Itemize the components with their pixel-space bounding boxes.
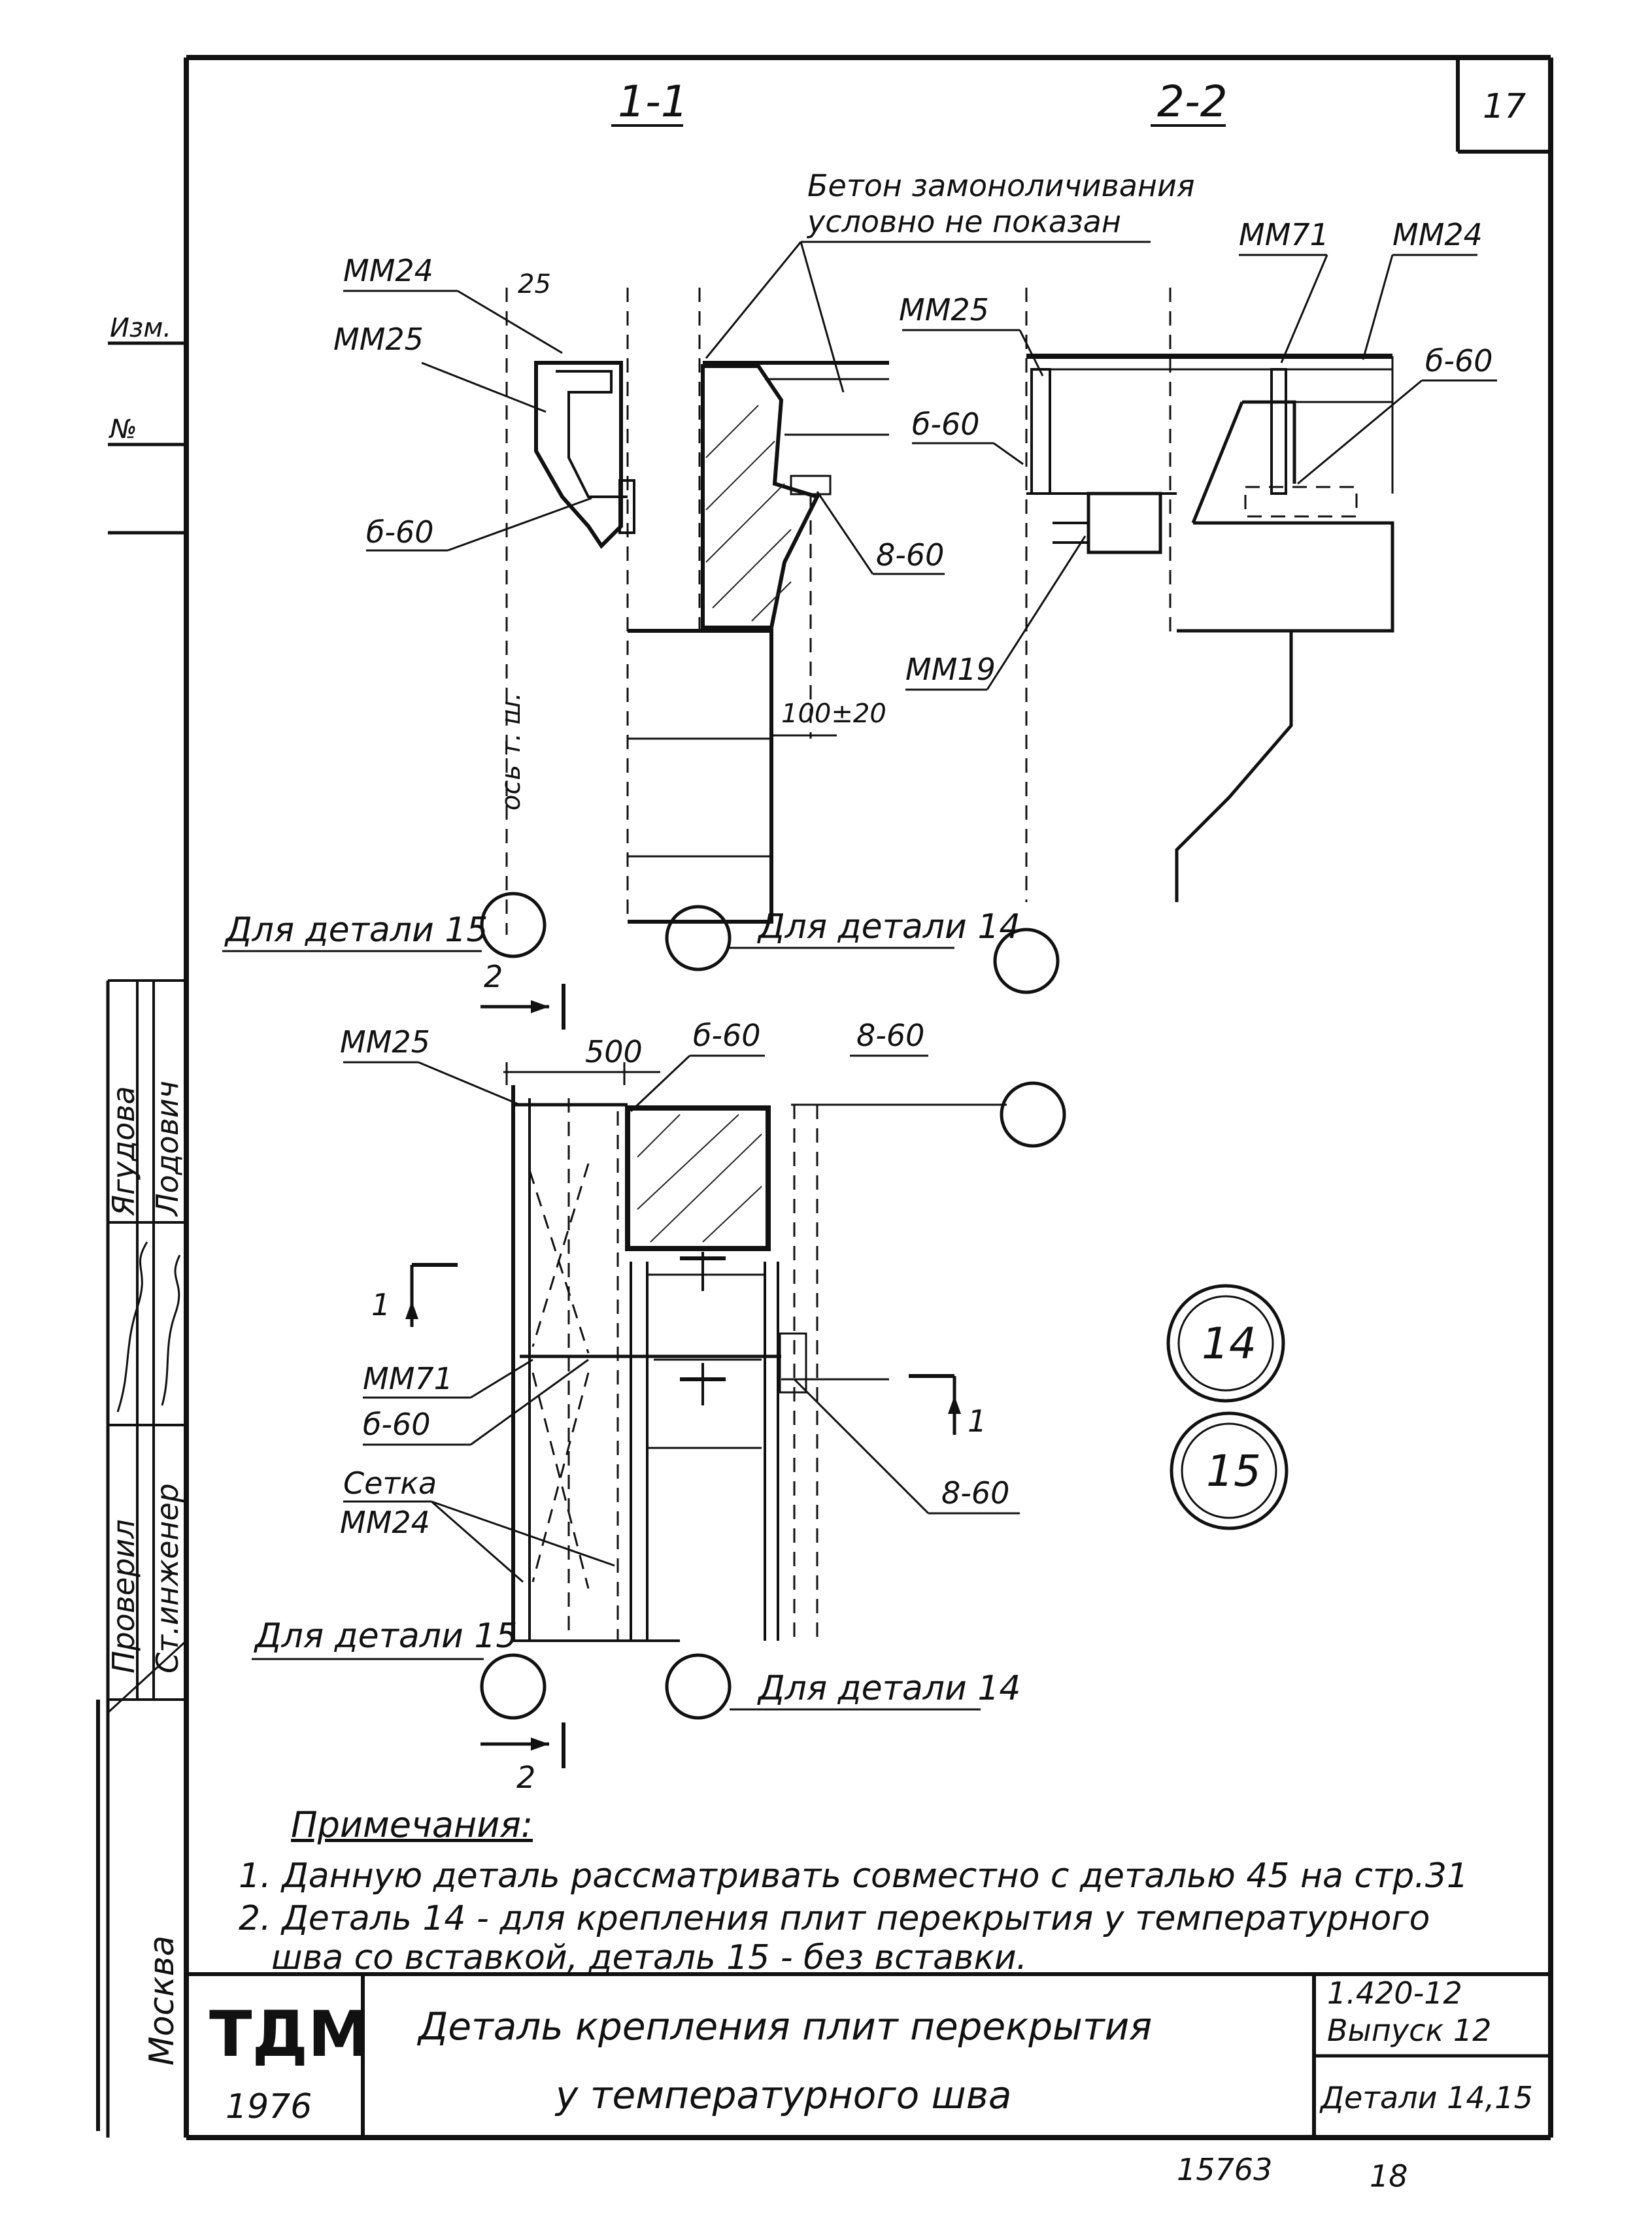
plan-label-b60: б-60 xyxy=(363,1407,431,1442)
plan-label-mm25: ММ25 xyxy=(340,1024,430,1060)
detail-marker-14-text: 14 xyxy=(1202,1318,1256,1369)
title-block xyxy=(186,1972,1551,2138)
notes-heading: Примечания: xyxy=(291,1804,533,1845)
city-moscow: Москва xyxy=(143,1936,182,2066)
details-ref: Детали 14,15 xyxy=(1319,2080,1533,2115)
role-senior-engineer: Ст.инженер xyxy=(150,1483,185,1673)
sheet-number: 17 xyxy=(1483,87,1526,126)
notes-line-2: 2. Деталь 14 - для крепления плит перекр… xyxy=(239,1899,1430,1938)
detail-marker-15 xyxy=(1170,1411,1289,1530)
cut-2-bottom: 2 xyxy=(516,1760,535,1795)
label-mm25-mid: ММ25 xyxy=(899,292,989,327)
label-mm19: ММ19 xyxy=(905,652,996,687)
plan-label-v60-top: 8-60 xyxy=(856,1018,924,1053)
ref-for-detail-15-top: Для детали 15 xyxy=(224,911,488,950)
plan-view-drawing xyxy=(503,1062,889,1642)
page-number: 18 xyxy=(1370,2158,1408,2194)
plan-label-b60-top: б-60 xyxy=(693,1018,761,1053)
plan-label-setka-mm24: ММ24 xyxy=(340,1505,430,1540)
name-lodovich: Лодович xyxy=(150,1081,185,1217)
dimension-500: 500 xyxy=(585,1034,643,1069)
signature-2 xyxy=(161,1254,181,1406)
issue-number: Выпуск 12 xyxy=(1327,2013,1491,2048)
signature-panel xyxy=(96,979,188,2138)
dimension-100: 100±20 xyxy=(781,699,886,729)
cut-1-right: 1 xyxy=(968,1403,986,1439)
label-mm25-left: ММ25 xyxy=(333,322,424,357)
label-mm24-left: ММ24 xyxy=(343,253,433,288)
title-year: 1976 xyxy=(226,2087,312,2126)
concrete-note-line-1: Бетон замоноличивания xyxy=(807,168,1195,203)
detail-marker-14 xyxy=(1166,1284,1285,1403)
detail-circle-15-bottom xyxy=(480,1653,547,1720)
label-b60-mid: б-60 xyxy=(912,407,980,442)
detail-circle-14-bottom xyxy=(665,1653,732,1720)
dimension-25: 25 xyxy=(518,269,551,299)
section-title-1-1: 1-1 xyxy=(618,76,688,127)
signature-1 xyxy=(116,1241,148,1413)
sheet-frame xyxy=(108,55,1553,2140)
inventory-number: 15763 xyxy=(1177,2152,1272,2187)
role-checked: Проверил xyxy=(106,1519,141,1673)
cut-1-left: 1 xyxy=(371,1287,390,1322)
series-number: 1.420-12 xyxy=(1327,1975,1462,2011)
notes-line-3: шва со вставкой, деталь 15 - без вставки… xyxy=(271,1938,1028,1977)
section-1-1-drawing xyxy=(505,288,889,935)
ref-for-detail-14-top: Для детали 14 xyxy=(757,907,1021,947)
detail-marker-15-text: 15 xyxy=(1206,1446,1261,1496)
section-2-2-drawing xyxy=(1025,288,1394,902)
label-b60-right: б-60 xyxy=(1425,343,1493,378)
notes-line-1: 1. Данную деталь рассматривать совместно… xyxy=(239,1856,1469,1896)
ref-for-detail-14-bottom: Для детали 14 xyxy=(757,1669,1021,1708)
label-mm71-top: ММ71 xyxy=(1239,217,1329,252)
detail-circle-plan-right xyxy=(1000,1081,1066,1148)
detail-circle-14-top xyxy=(665,905,732,971)
drawing-title-line-1: Деталь крепления плит перекрытия xyxy=(416,2004,1152,2049)
axis-label: ось т. ш. xyxy=(496,692,526,811)
ref-for-detail-15-bottom: Для детали 15 xyxy=(254,1617,518,1656)
label-mm24-right: ММ24 xyxy=(1392,217,1483,252)
org-stamp: ТДМ xyxy=(209,1998,371,2071)
margin-no: № xyxy=(109,414,137,445)
drawing-title-line-2: у температурного шва xyxy=(554,2073,1011,2117)
plan-label-mm71: ММ71 xyxy=(363,1361,453,1396)
plan-label-setka: Сетка xyxy=(343,1466,437,1501)
cut-2-top: 2 xyxy=(484,959,503,994)
label-v60-mid: 8-60 xyxy=(876,537,944,573)
label-b60-left: б-60 xyxy=(366,514,434,550)
name-yagudova: Ягудова xyxy=(106,1086,141,1217)
concrete-note-line-2: условно не показан xyxy=(806,204,1121,239)
margin-izm: Изм. xyxy=(110,313,171,343)
detail-circle-section-2 xyxy=(993,928,1060,994)
plan-label-v60: 8-60 xyxy=(941,1475,1009,1511)
detail-circle-15-top xyxy=(480,892,547,958)
section-title-2-2: 2-2 xyxy=(1157,76,1228,127)
